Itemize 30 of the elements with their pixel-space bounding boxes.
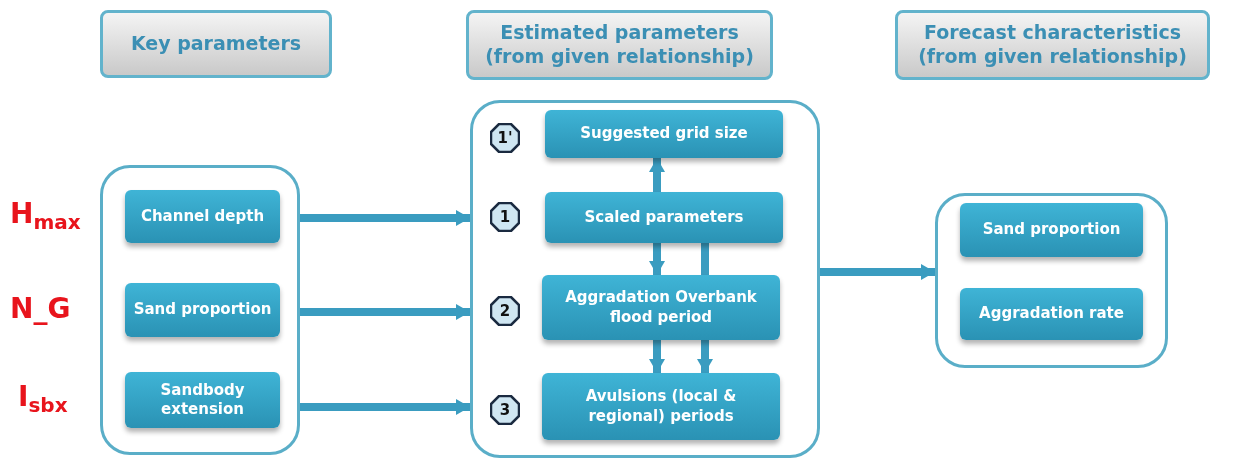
group-panel [470, 100, 820, 458]
step-number-badge: 3 [490, 395, 520, 425]
arrow [300, 399, 470, 415]
process-box: Aggradation Overbank flood period [542, 275, 780, 340]
arrow [697, 340, 713, 373]
arrow [649, 243, 665, 275]
step-number-badge: 1' [490, 123, 520, 153]
process-box: Scaled parameters [545, 192, 783, 243]
process-box: Avulsions (local & regional) periods [542, 373, 780, 440]
process-box: Channel depth [125, 190, 280, 243]
arrow [300, 304, 470, 320]
step-number-badge: 1 [490, 202, 520, 232]
arrow [820, 264, 935, 280]
column-header: Key parameters [100, 10, 332, 78]
process-box: Suggested grid size [545, 110, 783, 158]
arrow [649, 340, 665, 373]
group-panel [100, 165, 300, 455]
parameter-symbol: H$_{max}$ [10, 200, 81, 232]
step-number-badge: 2 [490, 296, 520, 326]
column-header: Forecast characteristics (from given relationship) [895, 10, 1210, 80]
parameter-symbol: N_G [10, 295, 71, 323]
arrow [649, 158, 665, 192]
process-box: Sandbody extension [125, 372, 280, 428]
group-panel [935, 193, 1168, 368]
column-header: Estimated parameters (from given relationship) [466, 10, 773, 80]
parameter-symbol: I$_{sbx}$ [18, 383, 68, 415]
process-box: Sand proportion [960, 203, 1143, 257]
process-box: Aggradation rate [960, 288, 1143, 340]
process-box: Sand proportion [125, 283, 280, 337]
arrow [300, 210, 470, 226]
